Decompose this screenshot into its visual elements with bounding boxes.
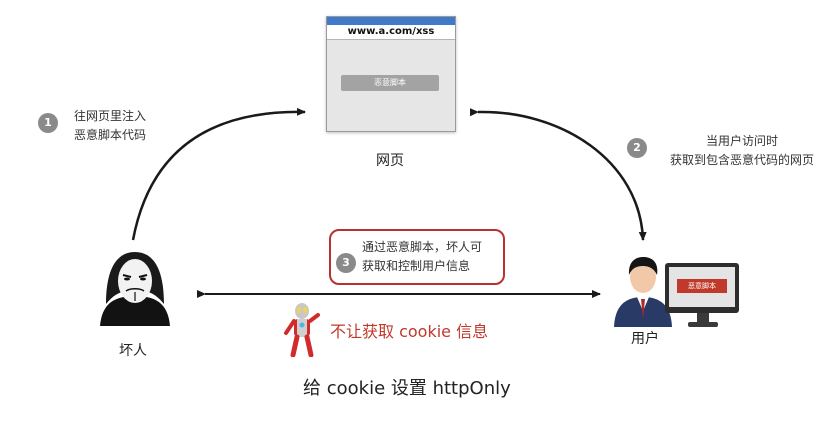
hero-figure-icon xyxy=(284,303,320,357)
step-3-badge: 3 xyxy=(336,253,356,273)
browser-url: www.a.com/xss xyxy=(327,25,455,40)
user-monitor: 恶意脚本 xyxy=(665,263,739,313)
step-1-text: 往网页里注入 恶意脚本代码 xyxy=(74,109,147,142)
step-3-text: 通过恶意脚本，坏人可 获取和控制用户信息 xyxy=(362,240,483,273)
step-3-box xyxy=(329,229,505,285)
warning-text: 不让获取 cookie 信息 xyxy=(330,322,489,341)
monitor-base xyxy=(688,322,718,327)
user-person-icon xyxy=(614,257,672,327)
monitor-screen: 恶意脚本 xyxy=(669,267,735,307)
step-2-text: 当用户访问时 获取到包含恶意代码的网页 xyxy=(669,134,814,167)
malicious-script-block: 恶意脚本 xyxy=(341,75,439,91)
browser-title-bar xyxy=(327,17,455,25)
hacker-icon xyxy=(100,252,170,326)
arrow-webpage-to-user xyxy=(469,108,647,241)
user-label: 用户 xyxy=(631,331,659,347)
step-2-badge: 2 xyxy=(627,138,647,158)
attacker-label: 坏人 xyxy=(119,343,147,359)
monitor-malicious-script: 恶意脚本 xyxy=(677,279,727,293)
fix-text: 给 cookie 设置 httpOnly xyxy=(303,378,511,399)
webpage-caption: 网页 xyxy=(376,153,404,169)
webpage-browser: www.a.com/xss 恶意脚本 xyxy=(326,16,456,132)
monitor-stand xyxy=(697,313,709,323)
arrow-attacker-to-webpage xyxy=(131,107,306,241)
step-1-badge: 1 xyxy=(38,113,58,133)
